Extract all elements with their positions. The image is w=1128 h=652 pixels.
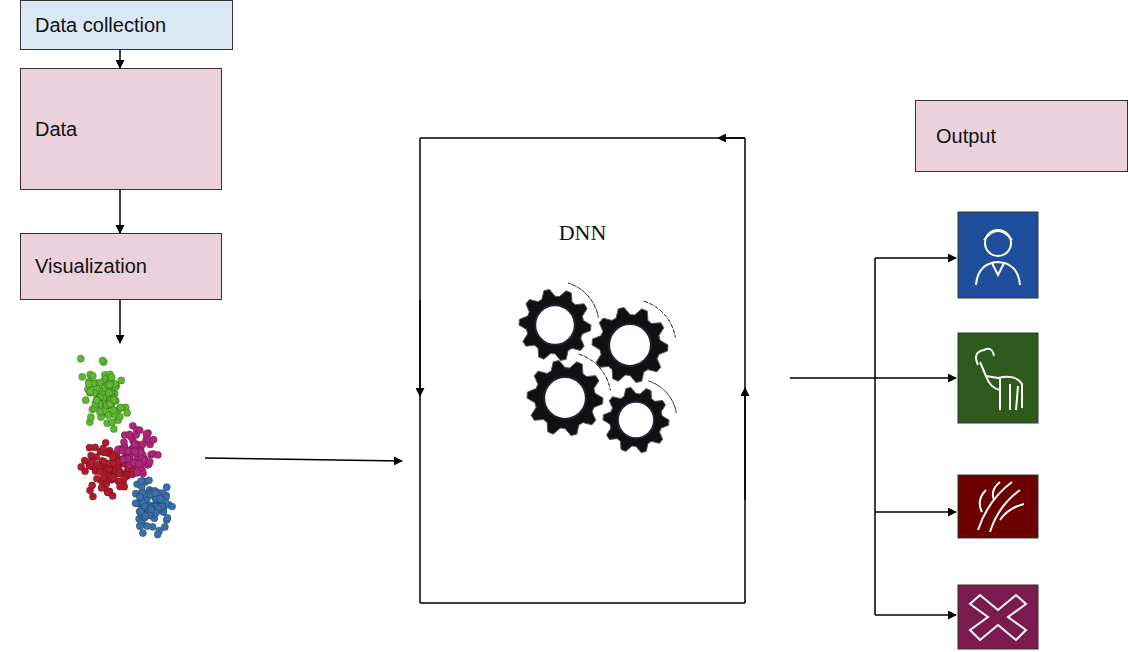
- cross-icon: [958, 585, 1038, 649]
- wheat-icon: [958, 475, 1038, 538]
- model-frame: DNN: [425, 140, 740, 230]
- gear: [527, 354, 610, 435]
- arrow-line: [205, 458, 402, 461]
- sheep-icon: [958, 333, 1038, 423]
- process-box: Data collection: [20, 0, 233, 50]
- person-icon: [958, 212, 1038, 298]
- process-box: Data: [20, 68, 222, 190]
- arrow-line: [119, 300, 121, 343]
- scatter-plot: [77, 355, 176, 538]
- gear: [603, 381, 676, 453]
- output-arrows: [790, 258, 956, 615]
- node-label: DNN: [559, 220, 607, 246]
- gear-icons: [519, 283, 676, 453]
- node-label: Output: [936, 125, 996, 148]
- loop-frame: [420, 138, 745, 603]
- process-box: Visualization: [20, 233, 222, 300]
- node-label: Data collection: [35, 14, 166, 37]
- gear: [519, 283, 598, 361]
- node-label: Data: [35, 118, 77, 141]
- flow-arrow: [119, 50, 121, 68]
- output-box: Output: [915, 100, 1128, 172]
- node-label: Visualization: [35, 255, 147, 278]
- flow-arrow: [119, 190, 121, 233]
- gear: [592, 301, 675, 382]
